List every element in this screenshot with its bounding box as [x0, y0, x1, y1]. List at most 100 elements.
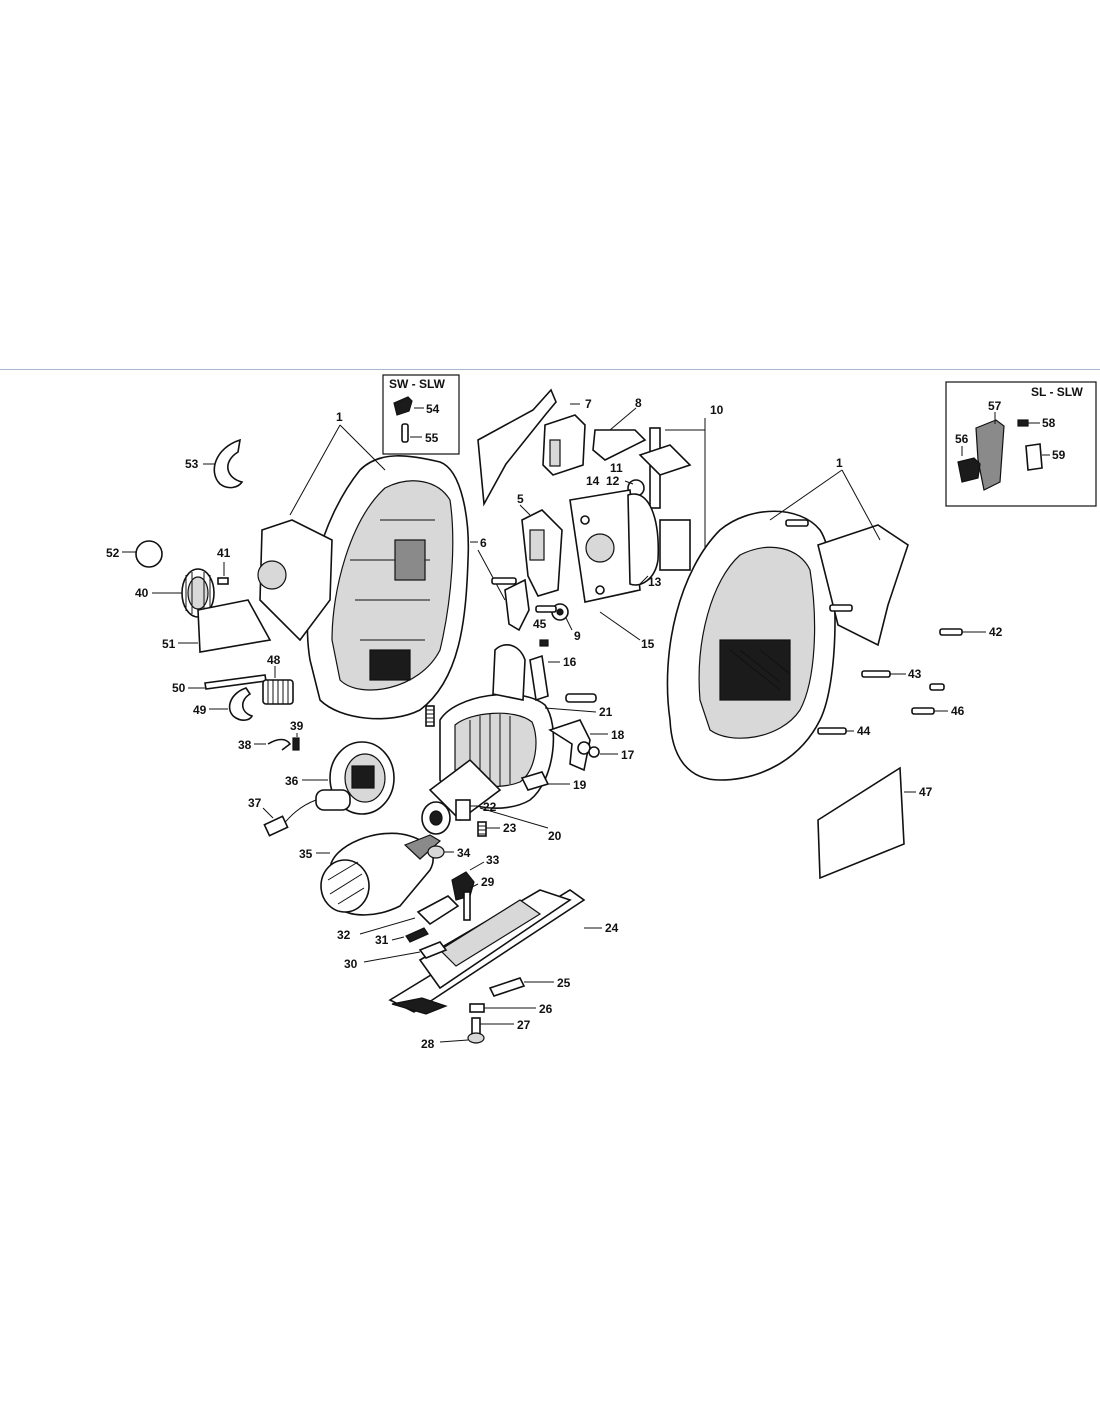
part-50-drawing — [204, 674, 267, 690]
label-42: 42 — [989, 625, 1003, 639]
right-housing-handle-cover — [817, 524, 909, 647]
part-31-drawing — [405, 927, 429, 943]
part-54-drawing — [393, 396, 413, 416]
label-8: 8 — [635, 396, 642, 410]
part-26-drawing — [469, 1003, 485, 1013]
label-34: 34 — [457, 846, 471, 860]
label-49: 49 — [193, 703, 207, 717]
part-42-drawing — [939, 628, 963, 636]
label-9: 9 — [574, 629, 581, 643]
part-10-drawing — [638, 427, 692, 571]
label-44: 44 — [857, 724, 871, 738]
label-33: 33 — [486, 853, 500, 867]
left-housing-half — [306, 455, 470, 720]
part-41-drawing — [217, 577, 229, 585]
label-11: 11 — [610, 461, 623, 475]
label-36: 36 — [285, 774, 299, 788]
label-25: 25 — [557, 976, 571, 990]
part-51-drawing — [197, 599, 272, 653]
label-1-right: 1 — [836, 456, 843, 470]
part-23-drawing — [477, 821, 487, 837]
label-18: 18 — [611, 728, 625, 742]
pin-9 — [535, 605, 557, 613]
part-44-drawing — [817, 727, 847, 735]
part-47-drawing — [817, 766, 905, 880]
part-20-armature-drawing — [421, 758, 502, 835]
screw-21 — [565, 693, 597, 703]
part-7-drawing — [542, 414, 586, 476]
part-3-drawing — [259, 519, 333, 642]
part-6-blade-guard — [477, 388, 557, 507]
part-56-drawing — [957, 457, 981, 483]
right-housing-half — [666, 510, 836, 781]
part-5-drawing — [521, 509, 563, 597]
label-38: 38 — [238, 738, 252, 752]
part-45-drawing — [539, 639, 549, 647]
label-30: 30 — [344, 957, 358, 971]
label-22: 22 — [483, 800, 497, 814]
label-48: 48 — [267, 653, 281, 667]
part-32-drawing — [416, 895, 460, 926]
label-45: 45 — [533, 617, 547, 631]
label-55: 55 — [425, 431, 439, 445]
screw-right-top — [785, 519, 809, 527]
label-52: 52 — [106, 546, 120, 560]
part-25-drawing — [488, 977, 526, 997]
part-58-drawing — [1017, 419, 1029, 427]
label-28: 28 — [421, 1037, 435, 1051]
part-18-drawing — [548, 719, 591, 772]
label-29: 29 — [481, 875, 495, 889]
part-38-drawing — [267, 738, 292, 751]
label-32: 32 — [337, 928, 351, 942]
inset-sw-slw: SW - SLW 54 55 — [382, 374, 460, 455]
part-14-plate-drawing — [569, 489, 641, 603]
part-53-drawing — [213, 438, 244, 489]
header-divider-line — [0, 369, 1100, 370]
label-19: 19 — [573, 778, 587, 792]
label-31: 31 — [375, 933, 389, 947]
label-39: 39 — [290, 719, 304, 733]
label-27: 27 — [517, 1018, 531, 1032]
label-35: 35 — [299, 847, 313, 861]
inset-sw-slw-title: SW - SLW — [389, 377, 446, 391]
label-20: 20 — [548, 829, 562, 843]
part-35-drawing — [320, 832, 442, 916]
part-13-drawing — [627, 493, 660, 586]
label-12: 12 — [606, 474, 620, 488]
part-22-drawing — [455, 799, 471, 821]
label-50: 50 — [172, 681, 186, 695]
part-34-drawing — [427, 845, 445, 859]
part-55-drawing — [401, 423, 409, 443]
part-29-drawing — [463, 891, 471, 921]
part-17-drawing — [588, 746, 600, 758]
part-37-drawing — [263, 789, 351, 837]
label-56: 56 — [955, 432, 969, 446]
part-46-drawing — [911, 707, 935, 715]
label-58: 58 — [1042, 416, 1056, 430]
label-21: 21 — [599, 705, 613, 719]
label-7: 7 — [585, 397, 592, 411]
label-6: 6 — [480, 536, 487, 550]
label-53: 53 — [185, 457, 199, 471]
label-13: 13 — [648, 575, 662, 589]
spring-left — [425, 705, 435, 727]
part-8-drawing — [592, 429, 647, 461]
label-43: 43 — [908, 667, 922, 681]
screw-46-upper — [929, 683, 945, 691]
part-52-drawing — [135, 540, 163, 568]
label-47: 47 — [919, 785, 933, 799]
part-16-drawing — [529, 654, 549, 702]
part-24-shoe-drawing — [388, 889, 586, 1015]
part-59-drawing — [1025, 443, 1043, 471]
label-26: 26 — [539, 1002, 553, 1016]
port-ring — [257, 560, 287, 590]
inset-sl-slw: SL - SLW 57 58 59 56 — [945, 381, 1097, 507]
label-46: 46 — [951, 704, 965, 718]
label-57: 57 — [988, 399, 1002, 413]
screw-4 — [491, 577, 517, 585]
label-5: 5 — [517, 492, 524, 506]
part-43-drawing — [861, 670, 891, 678]
label-41: 41 — [217, 546, 231, 560]
